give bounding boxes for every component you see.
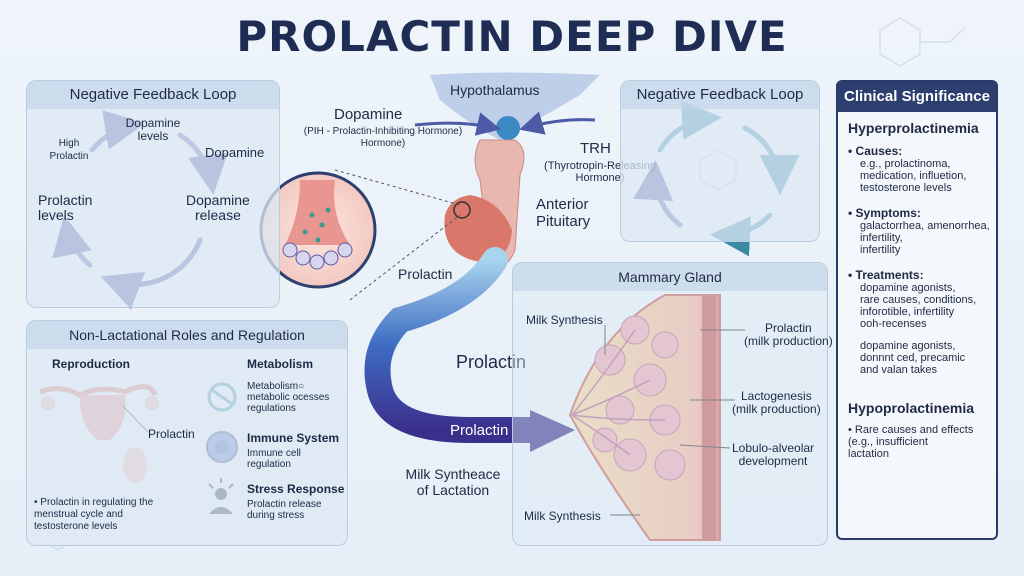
lactogenesis-label: Lactogenesis (milk production) — [732, 389, 821, 416]
symptoms-title-text: Symptoms: — [855, 206, 921, 220]
mammary-panel: Mammary Gland — [512, 262, 828, 546]
mammary-heading: Mammary Gland — [513, 263, 827, 291]
immune-system-title: Immune System — [247, 431, 340, 445]
symptoms-text: galactorrhea, amenorrhea, infertility, i… — [860, 220, 990, 256]
high-prolactin-label: High Prolactin — [49, 138, 89, 162]
right-feedback-heading: Negative Feedback Loop — [621, 81, 819, 109]
prolactin-arrowhead — [530, 410, 575, 452]
dopamine-levels-label: Dopamine levels — [125, 116, 181, 143]
anterior-pituitary-label: Anterior Pituitary — [536, 196, 591, 230]
hypo-text-body: Rare causes and effects (e.g., insuffici… — [848, 424, 974, 460]
hypo-text: • Rare causes and effects (e.g., insuffi… — [848, 424, 974, 460]
left-feedback-heading: Negative Feedback Loop — [27, 81, 279, 109]
causes-title: • Causes: — [848, 144, 903, 158]
milk-synthesis-lactation-label: Milk Syntheace of Lactation — [405, 466, 501, 498]
clinical-significance-panel: Clinical Significance Hyperprolactinemia… — [836, 80, 998, 540]
treatments-text: dopamine agonists, rare causes, conditio… — [860, 282, 977, 330]
stress-response-text: Prolactin release during stress — [247, 499, 322, 521]
prolactin-levels-label: Prolactin levels — [38, 192, 93, 223]
hyperprolactinemia-title: Hyperprolactinemia — [848, 120, 979, 136]
reproduction-note: • Prolactin in regulating the menstrual … — [34, 497, 154, 532]
reproduction-prolactin-label: Prolactin — [148, 427, 195, 441]
causes-title-text: Causes: — [855, 144, 903, 158]
stress-response-title: Stress Response — [247, 482, 345, 496]
non-lactational-panel: Non-Lactational Roles and Regulation — [26, 320, 348, 546]
dopamine-title: Dopamine — [334, 106, 403, 123]
prolactin-zoom-label: Prolactin — [398, 266, 453, 282]
prolactin-stream-label: Prolactin — [456, 352, 527, 372]
non-lactational-heading: Non-Lactational Roles and Regulation — [27, 321, 347, 349]
zoom-circle — [259, 171, 377, 289]
prolactin-arrow-label: Prolactin — [450, 422, 509, 439]
treatments-text-2: dopamine agonists, donnnt ced, precamic … — [860, 340, 966, 376]
dopamine-subtitle: (PIH - Prolactin-Inhibiting Hormone) Hor… — [303, 126, 463, 149]
hypothalamus-label: Hypothalamus — [450, 82, 540, 98]
clinical-heading: Clinical Significance — [838, 82, 996, 112]
symptoms-title: • Symptoms: — [848, 206, 921, 220]
trh-title: TRH — [580, 140, 611, 157]
milk-synthesis-top-label: Milk Synthesis — [526, 313, 603, 327]
dopamine-release-label: Dopamine release — [186, 192, 250, 223]
milk-synthesis-bottom-label: Milk Synthesis — [524, 509, 601, 523]
hypothalamus-illustration — [430, 72, 600, 267]
left-feedback-panel: Negative Feedback Loop — [26, 80, 280, 308]
treatments-title: • Treatments: — [848, 268, 924, 282]
reproduction-note-text: Prolactin in regulating the menstrual cy… — [34, 497, 154, 532]
metabolism-text: Metabolism○ metabolic ocesses regulation… — [247, 381, 330, 414]
treatments-title-text: Treatments: — [855, 268, 924, 282]
right-feedback-panel: Negative Feedback Loop — [620, 80, 820, 242]
page-title: PROLACTIN DEEP DIVE — [236, 12, 788, 61]
hypoprolactinemia-title: Hypoprolactinemia — [848, 400, 975, 416]
hormone-arrows — [414, 111, 596, 136]
prolactin-milk-production-label: Prolactin (milk production) — [744, 321, 833, 348]
immune-system-text: Immune cell regulation — [247, 448, 301, 470]
prolactin-stream — [364, 247, 553, 443]
dopamine-label: Dopamine — [205, 145, 265, 160]
mammary-illustration — [568, 294, 721, 541]
causes-text: e.g., prolactinoma, medication, influeti… — [860, 158, 967, 194]
reproduction-title: Reproduction — [52, 357, 130, 371]
mammary-leaders — [604, 325, 745, 516]
metabolism-title: Metabolism — [247, 357, 314, 371]
lobulo-alveolar-label: Lobulo-alveolar development — [732, 441, 815, 468]
